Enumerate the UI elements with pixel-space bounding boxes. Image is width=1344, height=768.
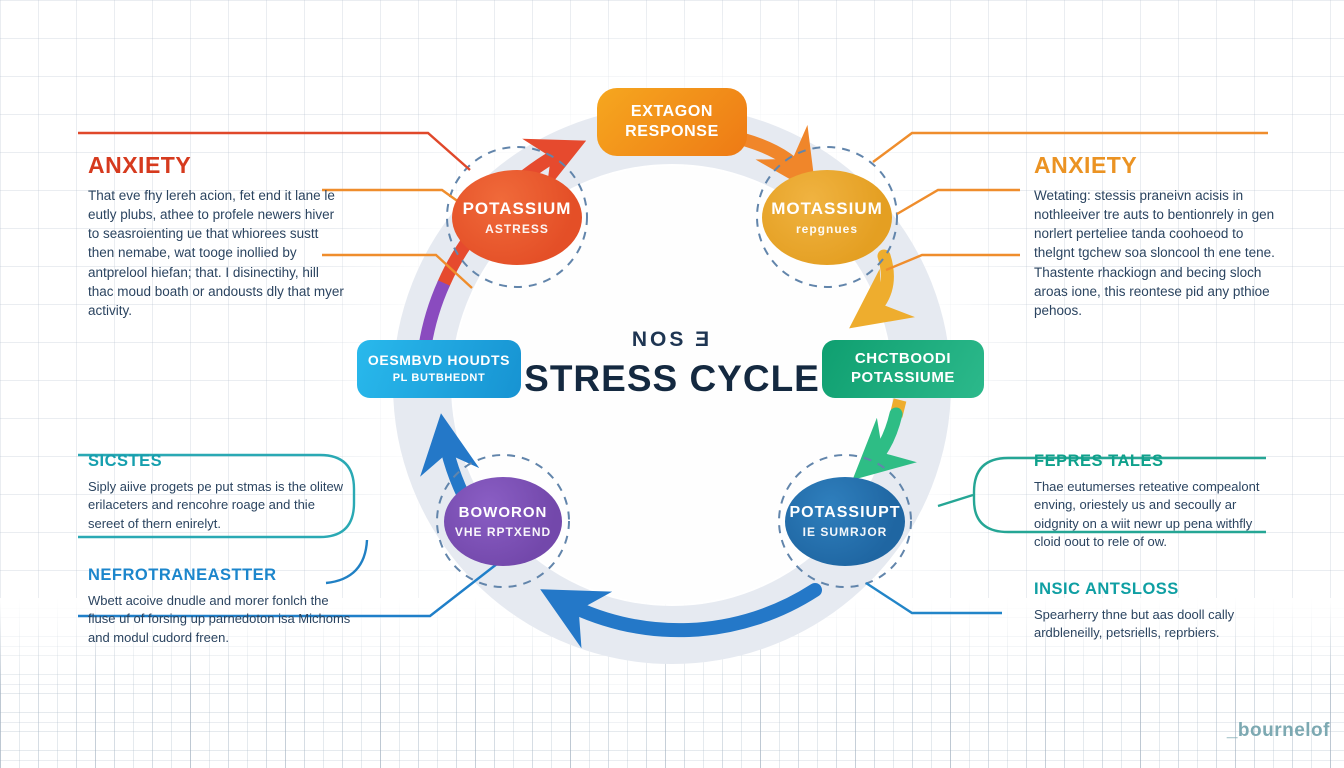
node-boworon: BOWORON VHE RPTXEND — [444, 477, 562, 566]
connector-nefro — [78, 545, 521, 618]
annotation-sicstes: SICSTES Siply aiive progets pe put stmas… — [88, 452, 346, 533]
bracket-blue-curve — [325, 539, 369, 585]
annotation-left-anxiety: ANXIETY That eve fhy lereh acion, fet en… — [88, 152, 346, 320]
annotation-left-anxiety-heading: ANXIETY — [88, 152, 192, 178]
connector-right-anxiety-2 — [896, 188, 1020, 216]
connector-left-anxiety-1 — [78, 131, 471, 171]
center-subtitle: NOS Ǝ — [631, 328, 713, 351]
annotation-nefrotraneastter-body: Wbett acoive dnudle and morer fonlch the… — [88, 593, 351, 645]
annotation-insic-antsloss-body: Spearherry thne but aas dooll cally ardb… — [1034, 607, 1235, 641]
node-potassium: POTASSIUM ASTRESS — [452, 170, 582, 265]
node-potassiupt-line1: POTASSIUPT — [789, 504, 901, 522]
annotation-right-anxiety-heading: ANXIETY — [1034, 152, 1138, 178]
halo-potassiupt — [778, 454, 912, 588]
annotation-insic-antsloss-heading: INSIC ANTSLOSS — [1034, 580, 1179, 598]
arrow-green-to-potassiupt — [852, 407, 917, 481]
annotation-right-anxiety-body: Wetating: stessis praneivn acisis in not… — [1034, 188, 1275, 318]
node-potassiupt-line2: IE SUMRJOR — [802, 525, 888, 540]
node-desmbvd-line2: PL BUTBHEDNT — [392, 371, 486, 384]
dashed-halos — [436, 146, 912, 588]
annotation-right-anxiety: ANXIETY Wetating: stessis praneivn acisi… — [1034, 152, 1282, 320]
annotation-sicstes-body: Siply aiive progets pe put stmas is the … — [88, 479, 344, 531]
halo-potassium — [446, 146, 588, 288]
connector-right-anxiety-3 — [885, 253, 1020, 272]
node-potassiupt: POTASSIUPT IE SUMRJOR — [785, 477, 905, 566]
node-chctboodi: CHCTBOODI POTASSIUME — [822, 340, 984, 398]
arrow-amber-to-chctboodi — [849, 249, 916, 329]
node-potassium-line1: POTASSIUM — [462, 198, 572, 218]
node-potassium-line2: ASTRESS — [485, 222, 549, 236]
node-boworon-line1: BOWORON — [458, 503, 548, 521]
annotation-left-anxiety-body: That eve fhy lereh acion, fet end it lan… — [88, 188, 344, 318]
connector-fepres-tick — [937, 493, 974, 508]
annotation-nefrotraneastter: NEFROTRANEASTTER Wbett acoive dnudle and… — [88, 566, 356, 647]
watermark: _bournelof — [1226, 720, 1330, 741]
connector-left-anxiety-3 — [322, 253, 473, 289]
node-boworon-line2: VHE RPTXEND — [454, 524, 552, 539]
halo-boworon — [436, 454, 570, 588]
node-motassium: MOTASSIUM repgnues — [762, 170, 892, 265]
connector-right-anxiety-1 — [872, 131, 1268, 163]
annotation-insic-antsloss: INSIC ANTSLOSS Spearherry thne but aas d… — [1034, 580, 1284, 643]
annotation-fepres-tales-body: Thae eutumerses reteative compealont env… — [1034, 479, 1260, 550]
node-motassium-line1: MOTASSIUM — [771, 198, 883, 218]
node-extagon-line1: EXTAGON — [630, 103, 714, 120]
node-motassium-line2: repgnues — [795, 222, 858, 236]
ring-inner-fill — [453, 166, 891, 604]
bracket-sicstes — [78, 453, 356, 539]
node-chctboodi-line2: POTASSIUME — [850, 369, 956, 386]
node-extagon-line2: RESPONSE — [625, 123, 719, 140]
arrow-blue-bottom — [540, 583, 822, 649]
arrow-orange-to-motassium — [735, 124, 817, 195]
node-desmbvd: OESMBVD HOUDTS PL BUTBHEDNT — [357, 340, 521, 398]
annotation-nefrotraneastter-heading: NEFROTRANEASTTER — [88, 566, 277, 584]
bracket-fepres — [972, 456, 1266, 534]
annotation-fepres-tales-heading: FEPRES TALES — [1034, 452, 1164, 470]
node-extagon-response: EXTAGON RESPONSE — [597, 88, 747, 156]
node-desmbvd-line1: OESMBVD HOUDTS — [367, 352, 511, 369]
center-title-block: NOS Ǝ STRESS CYCLE — [502, 328, 842, 400]
center-main-title: STRESS CYCLE — [524, 358, 820, 399]
annotation-sicstes-heading: SICSTES — [88, 452, 163, 470]
connector-insic — [865, 581, 1002, 615]
node-chctboodi-line1: CHCTBOODI — [854, 350, 952, 368]
halo-motassium — [756, 146, 898, 288]
annotation-fepres-tales: FEPRES TALES Thae eutumerses reteative c… — [1034, 452, 1272, 552]
